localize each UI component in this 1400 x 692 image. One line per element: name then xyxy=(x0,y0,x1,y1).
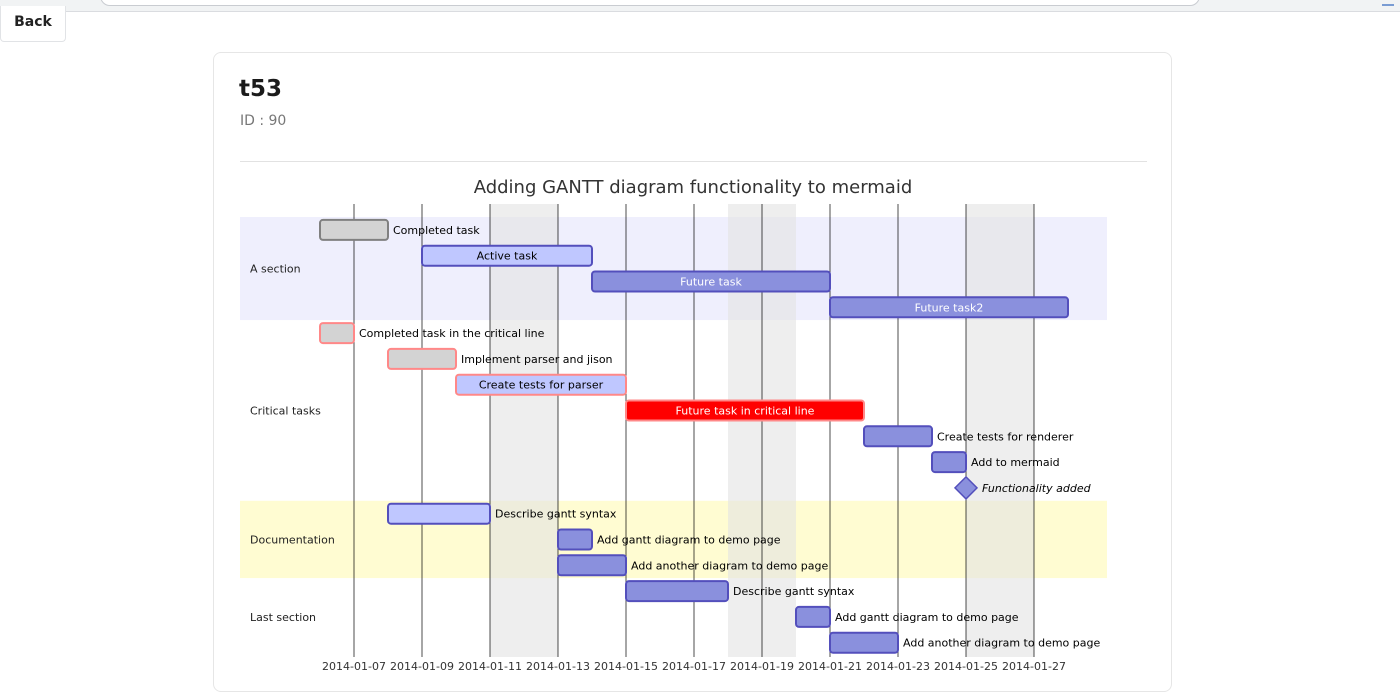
task-label: Add to mermaid xyxy=(971,456,1060,469)
task-bar xyxy=(863,425,933,448)
weekend-shade xyxy=(490,204,558,657)
x-tick-label: 2014-01-19 xyxy=(730,660,794,673)
x-tick-label: 2014-01-09 xyxy=(390,660,454,673)
task-bar xyxy=(319,218,389,241)
milestone-marker xyxy=(953,475,979,500)
x-tick-label: 2014-01-27 xyxy=(1002,660,1066,673)
section-title: A section xyxy=(250,263,301,276)
section-band xyxy=(240,500,1107,579)
task-label: Future task xyxy=(680,276,742,289)
task-bar xyxy=(829,296,1069,319)
task-bar xyxy=(557,554,627,577)
x-tick-label: 2014-01-23 xyxy=(866,660,930,673)
section-title: Critical tasks xyxy=(250,405,321,418)
task-bar xyxy=(591,270,831,293)
task-label: Add gantt diagram to demo page xyxy=(597,534,781,547)
section-title: Last section xyxy=(250,611,316,624)
weekend-shade xyxy=(966,204,1034,657)
task-label: Completed task xyxy=(393,224,480,237)
x-tick-label: 2014-01-15 xyxy=(594,660,658,673)
x-tick-label: 2014-01-17 xyxy=(662,660,726,673)
task-label: Describe gantt syntax xyxy=(733,585,855,598)
back-button[interactable]: Back xyxy=(0,6,66,42)
task-label: Describe gantt syntax xyxy=(495,508,617,521)
task-label: Future task2 xyxy=(915,301,984,314)
task-bar xyxy=(829,631,899,654)
card-title: t53 xyxy=(239,76,283,102)
task-label: Functionality added xyxy=(982,482,1092,495)
card-id: ID : 90 xyxy=(240,113,287,129)
x-tick-label: 2014-01-25 xyxy=(934,660,998,673)
task-bar xyxy=(421,244,593,267)
x-tick-label: 2014-01-11 xyxy=(458,660,522,673)
task-label: Create tests for renderer xyxy=(937,430,1074,443)
x-tick-label: 2014-01-13 xyxy=(526,660,590,673)
menu-icon[interactable] xyxy=(1382,0,1394,6)
task-bar xyxy=(387,502,491,525)
section-title: Documentation xyxy=(250,534,335,547)
task-bar xyxy=(795,605,831,628)
task-label: Create tests for parser xyxy=(479,379,604,392)
task-bar xyxy=(455,373,627,396)
task-bar xyxy=(387,347,457,370)
browser-toolbar xyxy=(0,0,1400,12)
x-tick-label: 2014-01-21 xyxy=(798,660,862,673)
task-label: Active task xyxy=(477,250,538,263)
task-label: Completed task in the critical line xyxy=(359,327,545,340)
x-tick-label: 2014-01-07 xyxy=(322,660,386,673)
chart-title: Adding GANTT diagram functionality to me… xyxy=(474,177,913,198)
task-label: Future task in critical line xyxy=(676,405,815,418)
task-bar xyxy=(931,451,967,474)
task-label: Add gantt diagram to demo page xyxy=(835,611,1019,624)
task-bar xyxy=(625,580,729,603)
task-bar xyxy=(557,528,593,551)
task-label: Implement parser and jison xyxy=(461,353,613,366)
task-bar xyxy=(319,322,355,345)
task-label: Add another diagram to demo page xyxy=(903,637,1100,650)
task-bar xyxy=(625,399,865,422)
task-label: Add another diagram to demo page xyxy=(631,559,828,572)
card-divider xyxy=(240,161,1147,162)
